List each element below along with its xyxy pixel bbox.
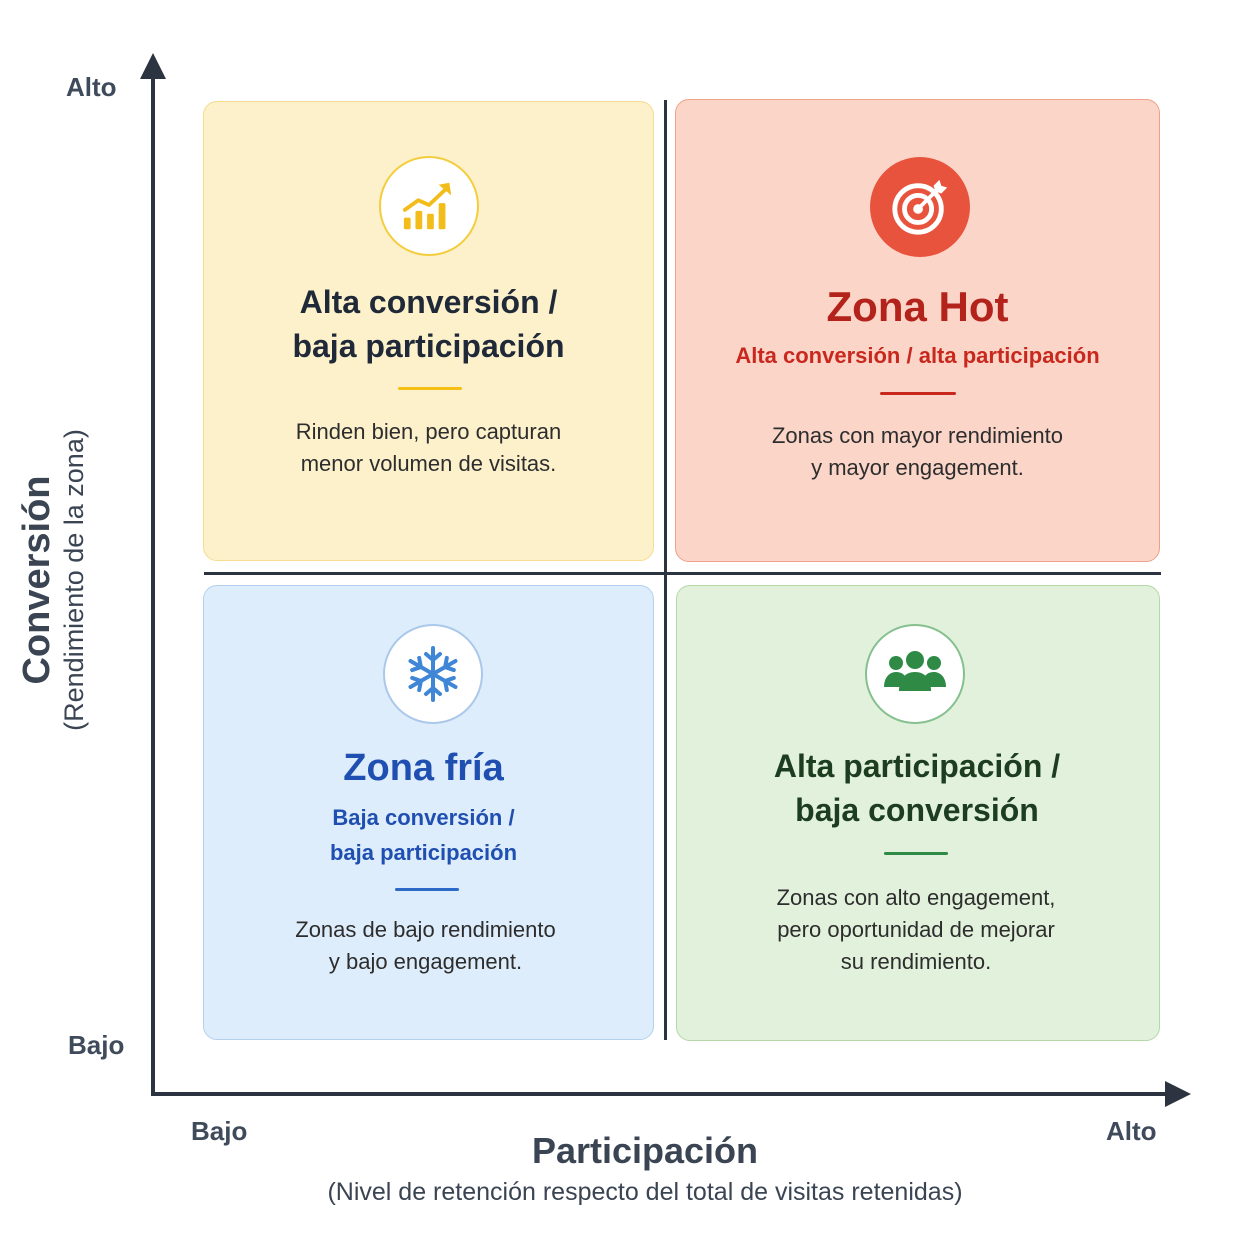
growth-chart-icon: [402, 182, 452, 230]
horizontal-divider: [204, 572, 1161, 575]
quadrant-description-line1: Zonas con mayor rendimiento: [771, 423, 1064, 448]
accent-rule: [398, 387, 462, 390]
x-axis-low-label: Bajo: [191, 1116, 248, 1146]
quadrant-description-line3: su rendimiento.: [840, 949, 992, 974]
quadrant-high-conversion-low-participation: Alta conversión / baja participación Rin…: [203, 101, 654, 561]
quadrant-hot-zone: Zona Hot Alta conversión / alta particip…: [675, 99, 1160, 562]
quadrant-description-line1: Rinden bien, pero capturan: [295, 419, 562, 444]
quadrant-description-line1: Zonas con alto engagement,: [776, 885, 1056, 910]
accent-rule: [395, 888, 459, 891]
quadrant-title-line1: Alta participación /: [773, 748, 1061, 784]
snowflake-icon: [408, 646, 458, 702]
y-axis-title-group: Conversión (Rendimiento de la zona): [15, 260, 105, 900]
y-axis-low-label: Bajo: [68, 1030, 125, 1060]
quadrant-title-line2: baja participación: [292, 328, 565, 364]
x-axis-title: Participación: [531, 1130, 759, 1171]
y-axis-title: Conversión: [16, 475, 58, 685]
quadrant-description-line2: y bajo engagement.: [328, 949, 523, 974]
y-axis-arrow: [140, 53, 166, 79]
quadrant-title-line1: Alta conversión /: [299, 284, 558, 320]
quadrant-subtitle-line2: baja participación: [329, 840, 518, 865]
growth-chart-icon-circle: [379, 156, 479, 256]
target-icon: [892, 179, 948, 235]
quadrant-title-line2: baja conversión: [795, 792, 1039, 828]
accent-rule: [880, 392, 956, 395]
quadrant-description-line1: Zonas de bajo rendimiento: [295, 917, 556, 942]
y-axis-high-label: Alto: [66, 72, 117, 102]
quadrant-title: Zona Hot: [826, 283, 1009, 330]
x-axis-subtitle: (Nivel de retención respecto del total d…: [327, 1178, 963, 1206]
quadrant-title: Zona fría: [343, 747, 504, 789]
quadrant-description-line2: y mayor engagement.: [811, 455, 1024, 480]
accent-rule: [884, 852, 948, 855]
quadrant-subtitle: Alta conversión / alta participación: [735, 343, 1100, 368]
x-axis-arrow: [1165, 1081, 1191, 1107]
vertical-divider: [664, 100, 667, 1040]
group-icon: [884, 651, 946, 691]
snowflake-icon-circle: [383, 624, 483, 724]
x-axis-line: [151, 1092, 1171, 1096]
quadrant-cold-zone: Zona fría Baja conversión / baja partici…: [203, 585, 654, 1040]
target-icon-circle: [870, 157, 970, 257]
y-axis-subtitle: (Rendimiento de la zona): [59, 429, 89, 731]
quadrant-high-participation-low-conversion: Alta participación / baja conversión Zon…: [676, 585, 1160, 1041]
group-icon-circle: [865, 624, 965, 724]
quadrant-description-line2: menor volumen de visitas.: [300, 451, 557, 476]
quadrant-description-line2: pero oportunidad de mejorar: [777, 917, 1055, 942]
x-axis-high-label: Alto: [1106, 1116, 1157, 1146]
quadrant-subtitle-line1: Baja conversión /: [332, 805, 515, 830]
y-axis-line: [151, 74, 155, 1096]
